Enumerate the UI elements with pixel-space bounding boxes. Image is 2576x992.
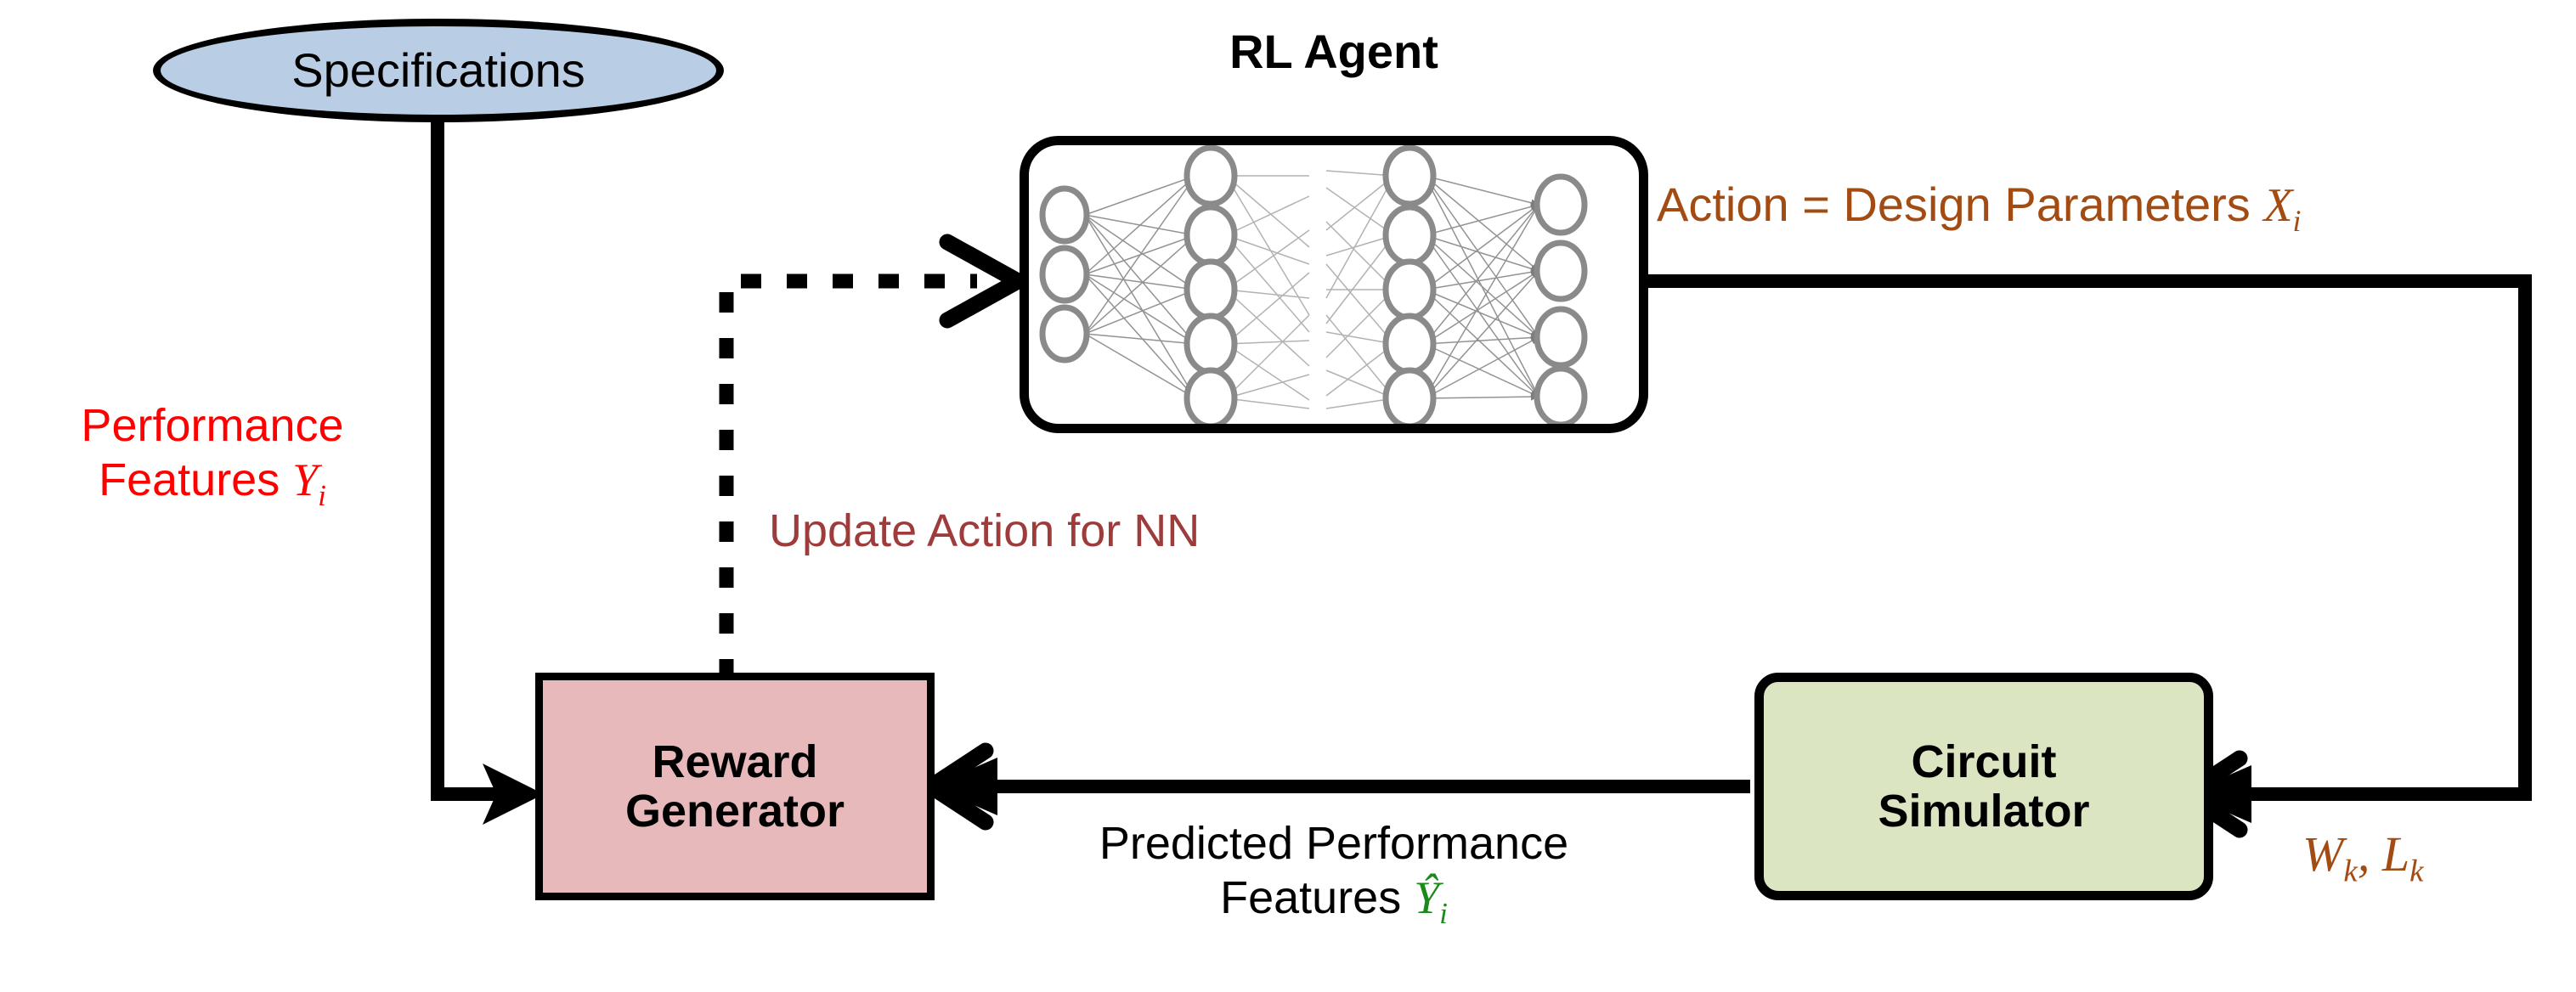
performance-subscript: i [318, 479, 326, 512]
wl-subscript2: k [2409, 854, 2424, 889]
edge-label-update-action: Update Action for NN [769, 504, 1466, 559]
wl-symbol1: W [2302, 826, 2344, 882]
predicted-line2-wrap: Features Ŷi [969, 871, 1699, 932]
edge-label-performance-features: Performance Features Yi [0, 399, 425, 513]
wl-symbol2: L [2381, 826, 2410, 882]
neural-network-graphic [1039, 145, 1588, 424]
node-circuit-simulator[interactable]: Circuit Simulator [1754, 673, 2213, 900]
update-text: Update Action for NN [769, 505, 1200, 556]
performance-line2: Features [99, 454, 293, 505]
circuit-simulator-line1: Circuit [1911, 736, 2057, 787]
action-subscript: i [2292, 204, 2302, 239]
node-specifications[interactable]: Specifications [153, 19, 724, 122]
wl-separator: , [2357, 826, 2382, 882]
predicted-line2: Features [1220, 871, 1415, 923]
rl-agent-title: RL Agent [1229, 25, 1438, 78]
node-reward-generator[interactable]: Reward Generator [535, 673, 935, 900]
edge-label-wl: Wk, Lk [2302, 826, 2574, 890]
edge-label-action: Action = Design Parameters Xi [1657, 177, 2574, 239]
specifications-label: Specifications [291, 42, 585, 97]
performance-line1: Performance [81, 400, 344, 451]
action-text: Action = Design Parameters [1657, 178, 2264, 231]
edge-reward-generator-to-rl-agent [719, 234, 1026, 679]
performance-symbol: Y [292, 454, 319, 505]
reward-generator-line2: Generator [624, 786, 845, 837]
wl-subscript1: k [2343, 854, 2358, 889]
edge-label-predicted-performance: Predicted Performance Features Ŷi [969, 817, 1699, 931]
action-symbol: X [2263, 179, 2293, 232]
predicted-line1: Predicted Performance [1099, 818, 1569, 869]
edge-specifications-to-reward-generator [431, 119, 544, 825]
node-rl-agent[interactable] [1020, 136, 1648, 433]
performance-line2-wrap: Features Yi [0, 454, 425, 514]
predicted-subscript: i [1439, 897, 1448, 930]
predicted-symbol: Ŷ [1414, 871, 1440, 923]
edge-circuit-simulator-to-reward-generator [923, 742, 1750, 831]
reward-generator-line1: Reward [652, 736, 818, 787]
circuit-simulator-line2: Simulator [1878, 786, 2090, 837]
